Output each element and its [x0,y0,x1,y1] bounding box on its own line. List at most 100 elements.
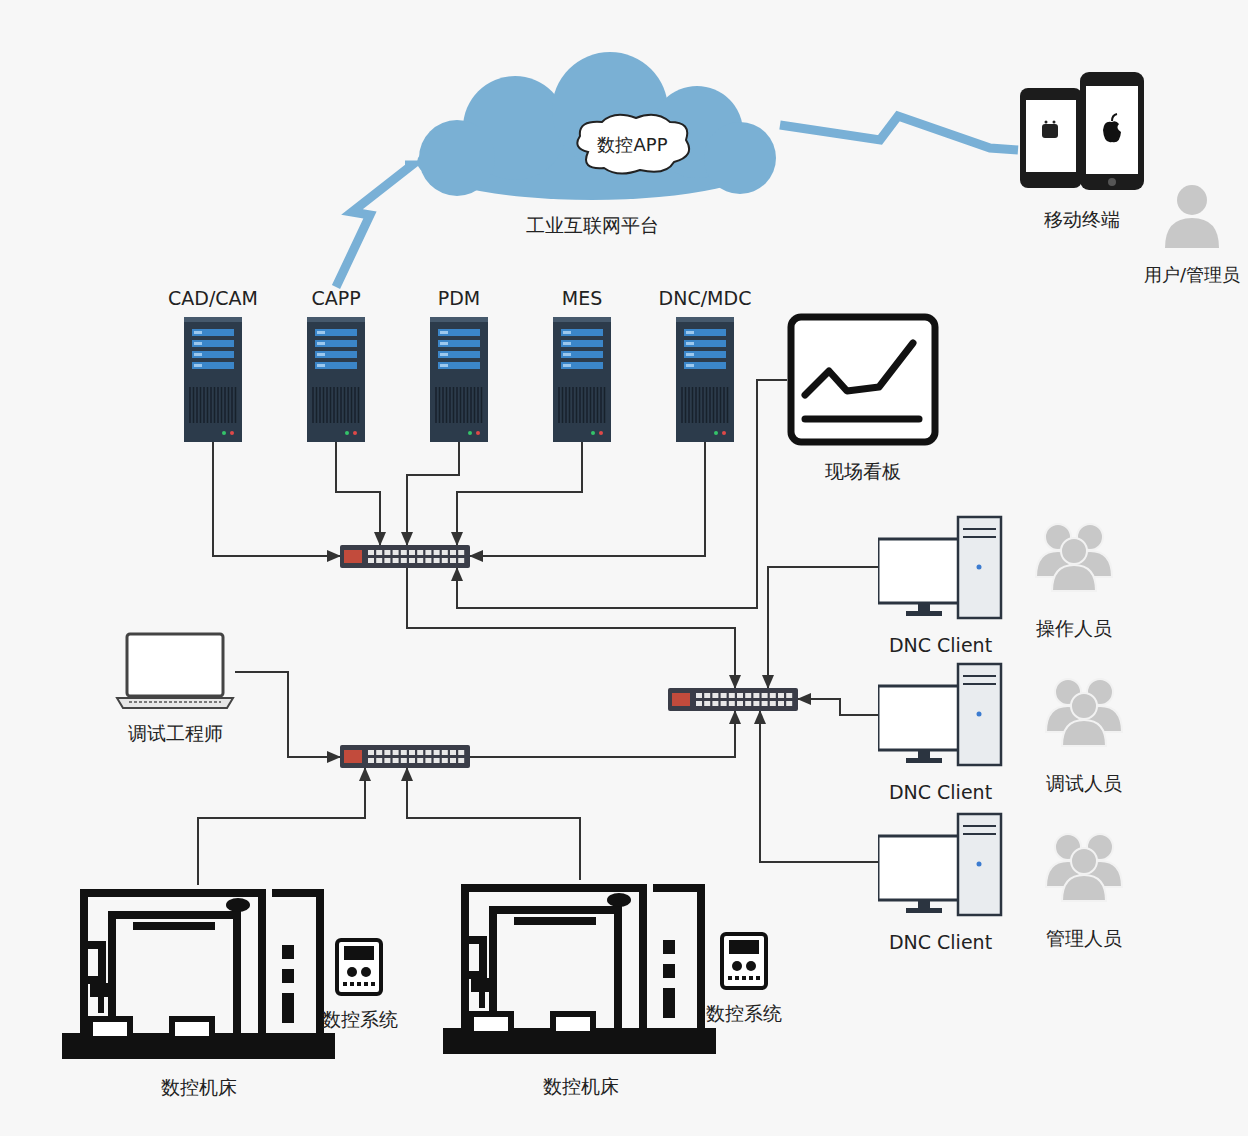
icon-rect [376,750,382,755]
icon-rect [878,686,970,750]
icon-rect [438,340,480,347]
node-icon [115,632,235,710]
icon-rect [729,701,735,706]
node-label: MES [562,287,602,310]
icon-rect [729,693,735,698]
icon-rect [401,550,407,555]
icon-rect [745,693,751,698]
icon-line [481,387,483,423]
icon-rect [563,353,571,356]
icon-rect [430,317,488,322]
icon-circle [361,967,371,977]
icon-rect [98,997,104,1013]
icon-rect [729,940,759,954]
icon-rect [450,558,456,563]
node-icon [430,287,488,442]
diagram-node: DNC Client [878,515,1003,620]
icon-rect [317,364,325,367]
icon-rect [563,364,571,367]
icon-line [716,387,718,423]
node-label: 工业互联网平台 [526,214,659,237]
icon-rect [315,351,357,358]
diagram-node: 调试工程师 [115,632,235,710]
diagram-node: DNC/MDC [676,287,734,442]
icon-circle [419,120,495,196]
icon-line [688,387,690,423]
icon-g [417,52,776,200]
icon-rect [696,701,702,706]
icon-line [337,387,339,423]
diagram-node: 调试人员 [1040,670,1128,760]
diagram-node: 数控APP [570,112,695,177]
diagram-node: 现场看板 [787,313,939,446]
icon-path [117,698,233,708]
icon-rect [722,934,766,988]
node-icon [443,880,718,1055]
icon-rect [344,550,362,563]
icon-circle [977,712,982,717]
icon-rect [409,550,415,555]
icon-rect [440,342,448,345]
node-icon [1040,670,1128,760]
icon-path [465,888,643,1032]
diagram-node: MES [553,287,611,442]
icon-rect [384,758,390,763]
icon-rect [442,750,448,755]
network-cable [760,711,878,862]
icon-line [221,387,223,423]
icon-circle [1053,121,1056,124]
node-icon [878,662,1003,767]
icon-line [963,675,996,677]
icon-rect [127,634,223,696]
node-icon [720,932,768,990]
diagram-node: CAD/CAM [184,287,242,442]
icon-rect [553,317,611,442]
diagram-node [340,745,470,768]
icon-circle [704,122,776,194]
icon-line [569,387,571,423]
icon-rect [371,982,375,986]
icon-rect [194,353,202,356]
icon-rect [409,758,415,763]
icon-rect [90,1019,130,1039]
icon-rect [553,1014,593,1034]
icon-line [344,387,346,423]
node-icon [340,745,470,768]
icon-circle [468,431,472,435]
icon-rect [458,750,464,755]
icon-line [453,387,455,423]
icon-rect [430,317,488,442]
icon-rect [194,342,202,345]
icon-rect [686,342,694,345]
node-label: DNC Client [889,634,992,657]
icon-rect [906,908,942,913]
icon-line [449,387,451,423]
icon-rect [749,976,753,980]
icon-rect [878,836,970,900]
diagram-node: 数控系统 [720,932,768,990]
icon-rect [742,976,746,980]
icon-rect [753,693,759,698]
node-icon [676,287,734,442]
icon-rect [184,317,242,322]
icon-line [590,387,592,423]
icon-rect [440,353,448,356]
icon-ellipse [607,893,631,907]
node-label: PDM [438,287,480,310]
icon-rect [721,693,727,698]
icon-circle [599,431,603,435]
icon-line [467,387,469,423]
icon-path [465,940,483,975]
icon-path [84,893,262,1037]
icon-rect [172,1019,212,1039]
icon-rect [753,701,759,706]
icon-rect [918,603,930,611]
icon-rect [192,340,234,347]
icon-rect [786,701,792,706]
icon-line [217,387,219,423]
icon-rect [417,558,423,563]
node-icon [1163,180,1221,250]
icon-polyline [805,343,913,395]
icon-line [210,387,212,423]
icon-line [702,387,704,423]
